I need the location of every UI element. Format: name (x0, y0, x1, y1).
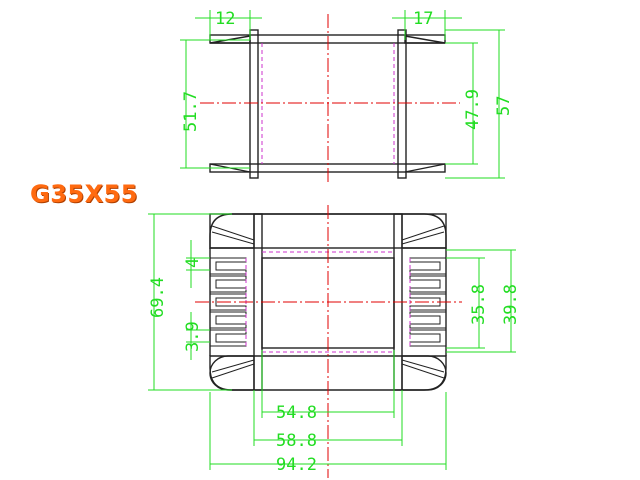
dim-inner-height: 35.8 (469, 284, 489, 325)
dim-mid-height: 39.8 (501, 284, 521, 325)
top-dimensions: 12 17 51.7 47.9 57 (180, 9, 514, 179)
dim-top-left-width: 12 (215, 9, 235, 29)
dim-top-mid-height: 47.9 (463, 89, 483, 130)
dim-slot-width: 4 (183, 258, 203, 268)
dim-top-inner-height: 51.7 (181, 91, 201, 132)
dim-mid-width: 58.8 (276, 431, 317, 451)
dim-inner-width: 54.8 (276, 403, 317, 423)
dim-outer-height: 69.4 (148, 277, 168, 318)
dim-outer-width: 94.2 (276, 455, 317, 475)
front-dimensions: 69.4 4 3.9 35.8 39.8 54.8 58.8 (148, 213, 521, 475)
dim-top-outer-height: 57 (494, 96, 514, 116)
front-view (195, 205, 462, 478)
dim-fin-pitch: 3.9 (183, 321, 203, 352)
dim-top-right-width: 17 (413, 9, 433, 29)
part-title: G35X55 (30, 180, 138, 208)
